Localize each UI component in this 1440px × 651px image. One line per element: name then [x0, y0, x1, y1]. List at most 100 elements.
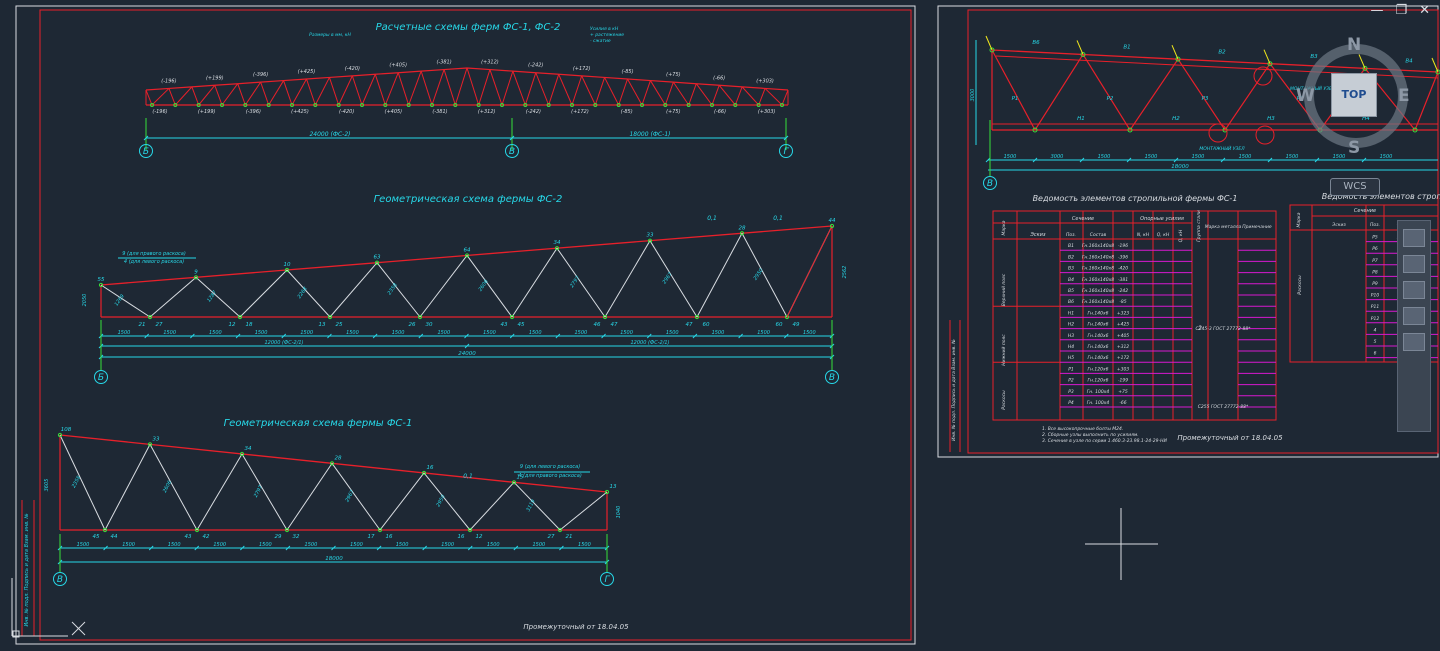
dim-tick	[148, 545, 154, 551]
cell2-pos: Р5	[1372, 235, 1378, 241]
cell-pos: Н3	[1068, 333, 1074, 339]
force-value: (+312)	[478, 109, 496, 115]
pan-icon[interactable]	[1403, 229, 1425, 247]
th2-sketch: Эскиз	[1331, 222, 1346, 228]
east-label[interactable]: E	[1398, 86, 1410, 106]
dim-tick	[331, 545, 336, 551]
cell-section: Гн.140х6	[1088, 333, 1109, 339]
fs1-web	[331, 463, 381, 531]
cell-section: Гн. 100х4	[1087, 400, 1110, 406]
fs1-axis-v: В	[57, 575, 63, 585]
th2-pos: Поз.	[1370, 222, 1380, 228]
force-value: (-420)	[345, 66, 360, 72]
s2-segment-dim: 1500	[1333, 154, 1346, 160]
fs2-node	[464, 253, 470, 258]
dim-tick	[1220, 157, 1226, 163]
zoom-icon[interactable]	[1403, 255, 1425, 273]
fs2-node	[647, 238, 653, 243]
s2-web	[1082, 54, 1131, 131]
fs2-node-number: 55	[98, 277, 105, 283]
leader	[1263, 49, 1271, 64]
th-n: N, кН	[1137, 232, 1150, 238]
cell2-pos: 4	[1374, 327, 1377, 333]
fs2-title: Геометрическая схема фермы ФС-2	[374, 194, 563, 205]
detail-note: МОНТАЖНЫЙ УЗЕЛ	[1199, 145, 1245, 152]
navigation-bar[interactable]	[1397, 220, 1431, 432]
force-value: (-196)	[152, 109, 167, 115]
th-sketch: Эскиз	[1029, 232, 1046, 238]
cell-force: -396	[1118, 254, 1128, 260]
force-node	[523, 103, 528, 107]
force-node	[313, 103, 318, 107]
sheet1-outer-frame	[15, 5, 916, 645]
force-web	[306, 78, 316, 106]
fs1-node-number: 34	[245, 446, 252, 452]
fs2-web	[466, 255, 513, 318]
cell-section: Гн.160х140х8	[1082, 277, 1114, 283]
dim-tick	[1267, 157, 1273, 163]
force-web	[688, 83, 697, 106]
s2-segment-dim: 1500	[1286, 154, 1299, 160]
s2-node	[1412, 127, 1418, 133]
s2-segment-dim: 1500	[1098, 154, 1111, 160]
fs1-segment-dim: 1500	[77, 542, 90, 548]
fs1-node-number: 27	[548, 534, 555, 540]
cell-section: Гн.120х6	[1088, 366, 1109, 372]
s2-node	[1175, 56, 1181, 62]
close-button[interactable]: ✕	[1419, 3, 1430, 18]
viewcube-top-face[interactable]: TOP	[1331, 73, 1377, 117]
cell-pos: В1	[1068, 243, 1074, 249]
fs2-segment-dim: 1500	[803, 330, 816, 336]
fs2-node-number: 60	[703, 322, 710, 328]
fs2-segment-dim: 1500	[118, 330, 131, 336]
fs2-segment-dim: 1500	[163, 330, 176, 336]
fs2-segment-dim: 1500	[666, 330, 679, 336]
minimize-button[interactable]: —	[1370, 3, 1384, 18]
showmotion-icon[interactable]	[1403, 307, 1425, 325]
restore-button[interactable]: ❐	[1395, 3, 1408, 18]
force-web	[214, 85, 223, 106]
fs1-web-length: 2797	[253, 484, 265, 499]
force-value: (-242)	[526, 109, 541, 115]
cell2-pos: Р9	[1372, 281, 1378, 287]
fs2-node-number: 34	[554, 240, 561, 246]
fs2-segment-dim: 1500	[712, 330, 725, 336]
cell-force: +172	[1117, 355, 1129, 361]
s2-node	[1362, 65, 1368, 71]
cell-section: Гн. 100х4	[1087, 389, 1110, 395]
force-web	[781, 89, 789, 106]
force-web	[741, 86, 760, 106]
fs1-node-number: 43	[185, 534, 192, 540]
force-web	[604, 77, 620, 106]
wcs-menu[interactable]: WCS	[1330, 178, 1380, 196]
force-web	[548, 74, 560, 106]
viewcube[interactable]: N S E W TOP	[1296, 35, 1412, 158]
fs2-node-number: 45	[518, 322, 525, 328]
dim-tick	[467, 545, 473, 551]
steering-wheel-icon[interactable]	[1403, 333, 1425, 351]
s2-segment-dim: 1500	[1239, 154, 1252, 160]
fs1-node-number: 12	[476, 534, 483, 540]
fs2-segment-dim: 1500	[437, 330, 450, 336]
west-label[interactable]: W	[1296, 86, 1315, 106]
steel-mark2: С255 ГОСТ 27772-88*	[1198, 404, 1249, 410]
fs1-segment-dim: 1500	[213, 542, 226, 548]
fs2-node-number: 9	[194, 269, 198, 275]
force-value: (-85)	[621, 109, 633, 115]
fs2-node-number: 46	[594, 322, 601, 328]
fs1-segment-dim: 1500	[532, 542, 545, 548]
fs2-web	[604, 240, 651, 318]
fs1-node	[239, 451, 245, 457]
orbit-icon[interactable]	[1403, 281, 1425, 299]
force-node	[336, 103, 341, 107]
fs2-web	[239, 269, 288, 318]
south-label[interactable]: S	[1348, 138, 1361, 158]
fs2-web-length: 2950	[753, 268, 765, 282]
note-forces: Усилия в кН	[590, 26, 619, 32]
force-node	[360, 103, 364, 107]
north-label[interactable]: N	[1347, 35, 1362, 55]
axis-bubble	[505, 144, 519, 158]
fs2-node-number: 64	[464, 247, 471, 253]
fs2-node	[694, 314, 700, 320]
